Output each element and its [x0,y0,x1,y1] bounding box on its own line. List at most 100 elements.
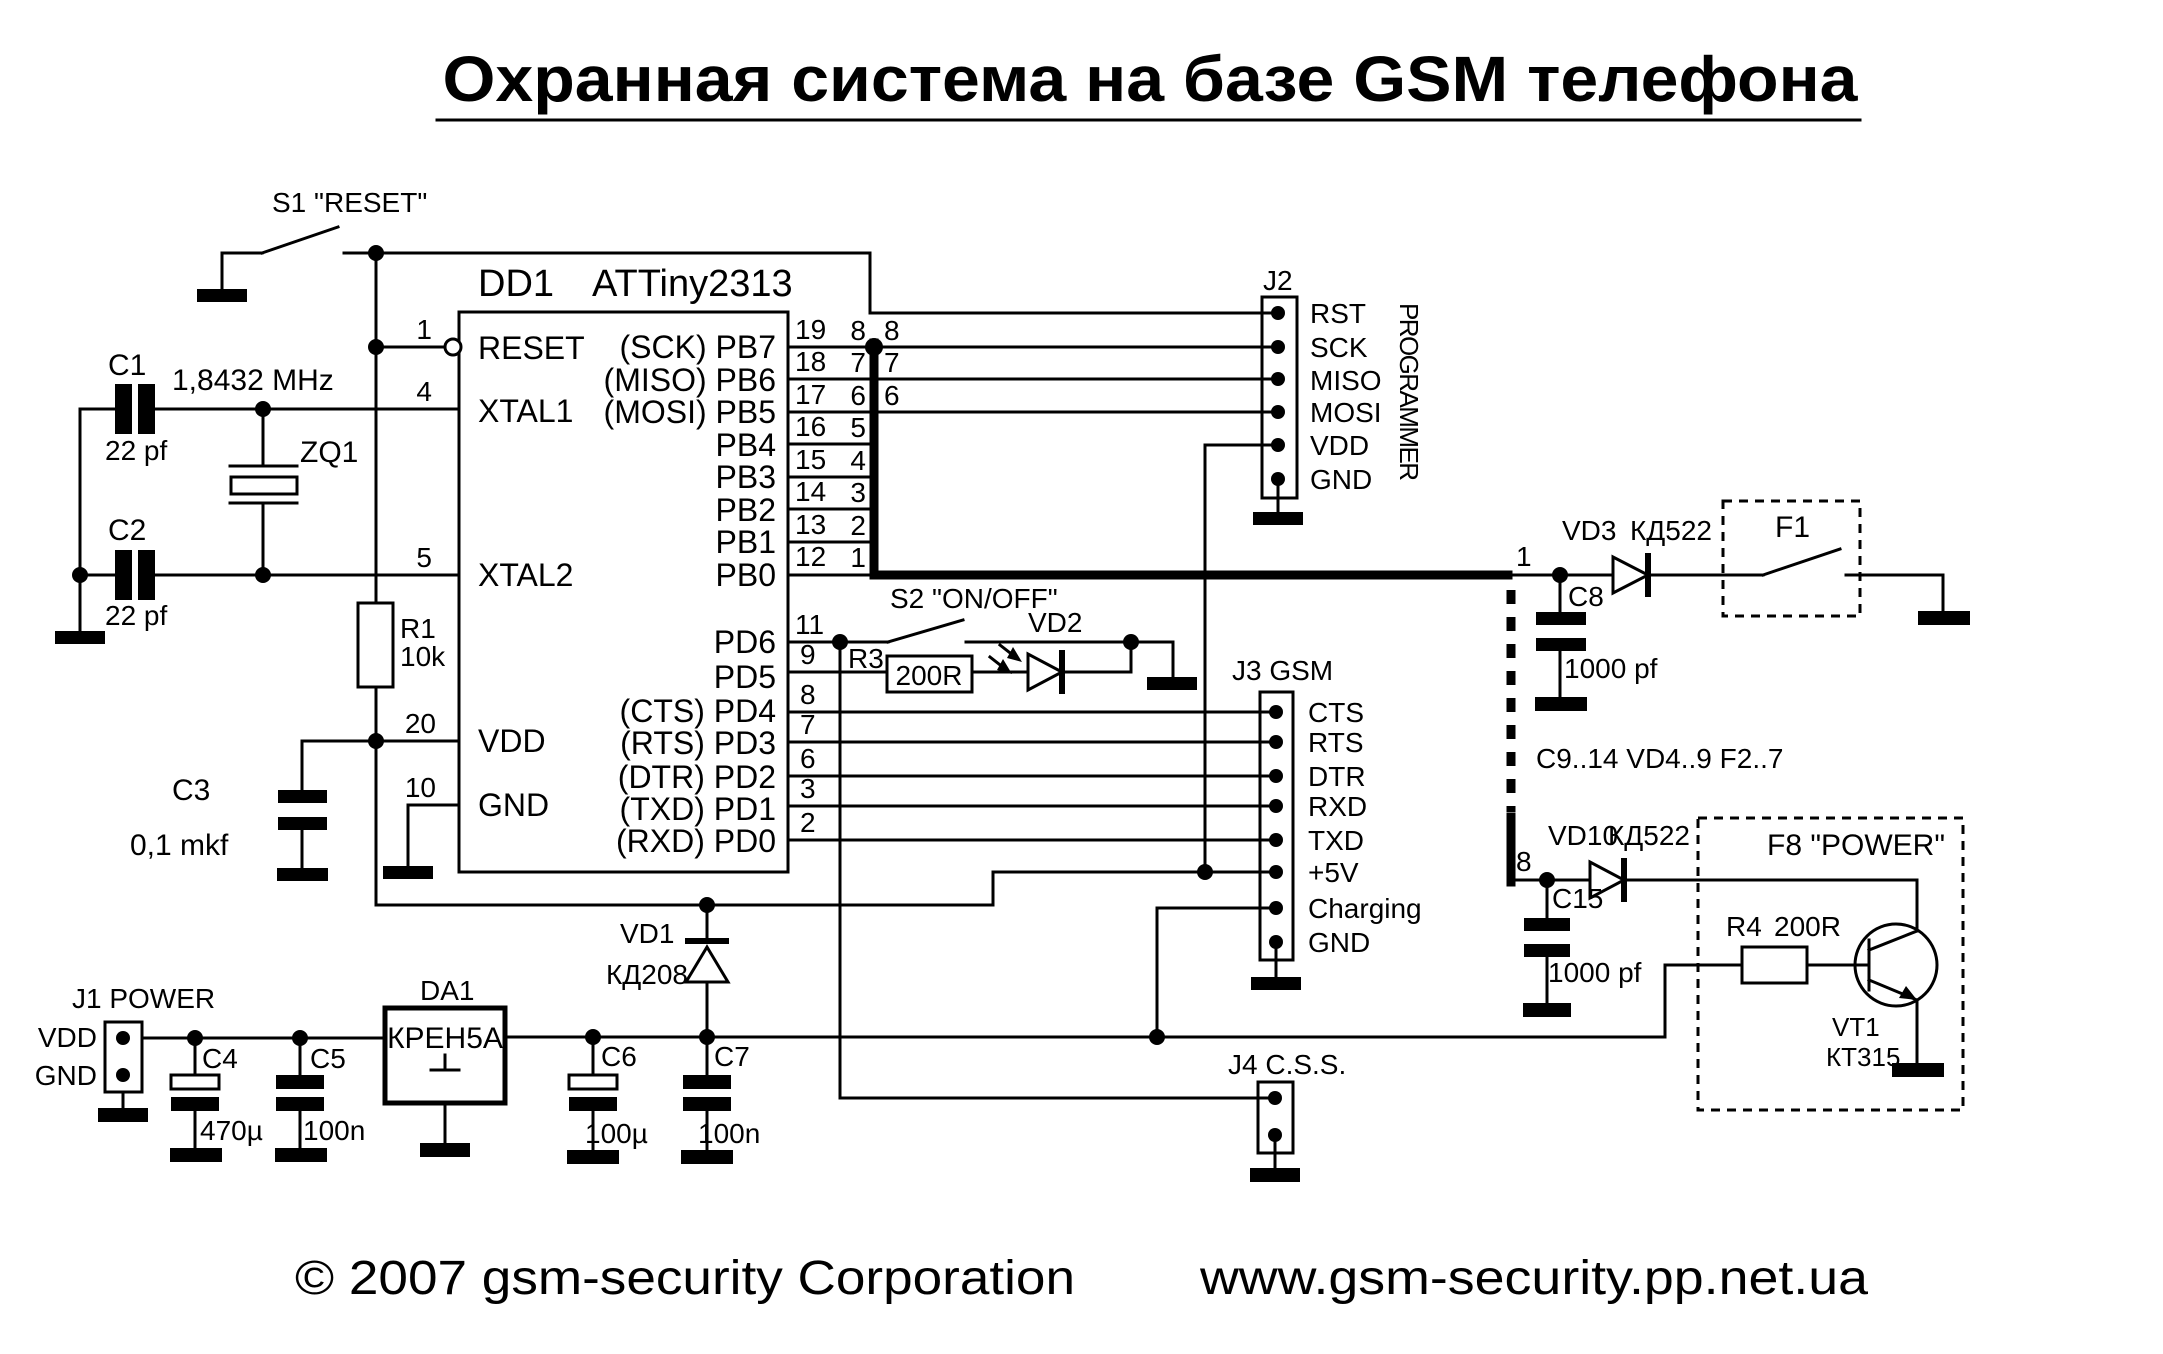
pin-pb0: PB0 [716,557,776,593]
r3-value: 200R [896,660,963,691]
j3-pin-charging: Charging [1308,893,1422,924]
onoff-led-group: S2 "ON/OFF" VD2 R3 200R [786,583,1197,694]
ground-symbol [1892,1063,1944,1077]
pin-num: 9 [800,639,816,670]
c6-electrolytic [567,1073,619,1091]
reset-pin-bubble [443,337,463,357]
bus-num: 6 [850,380,866,411]
key-f1-driver: 1 VD3 КД522 F1 C8 1000 pf [1506,499,1970,711]
f1-arm [1761,547,1842,577]
chip-ref: DD1 [478,263,554,305]
j1-pin-vdd: VDD [38,1022,97,1053]
bus-num: 4 [850,445,866,476]
c2-ref: C2 [108,514,146,547]
r1-ref: R1 [400,613,436,644]
bus-num: 1 [850,542,866,573]
zq1-crystal [229,475,299,496]
j2-ref: J2 [1263,265,1293,296]
ground-symbol [1250,1168,1300,1182]
css-sensor-wire [838,640,1277,1100]
pin-num: 5 [416,542,432,573]
c4-ref: C4 [202,1043,238,1074]
key-f8-power-driver: 8 VD10 КД522 C15 1000 pf F8 "POWER" R4 2… [1509,816,1965,1112]
c6-value: 100µ [585,1118,648,1149]
vd3-ref: VD3 [1562,515,1616,546]
j1-pin-gnd: GND [35,1060,97,1091]
pin-num: 6 [800,743,816,774]
pin-num: 20 [405,708,436,739]
bus-wire8-num: 8 [1516,846,1532,877]
pin-pb2: PB2 [716,492,776,528]
pin-pd0: (RXD) PD0 [616,823,776,859]
pin-xtal2: XTAL2 [478,557,573,593]
power-input-group: J1 POWER VDD GND C4 470µ C5 100n DA1 КРЕ… [35,975,508,1162]
pin-pd3: (RTS) PD3 [620,725,776,761]
vd2-led [1026,651,1066,693]
repeat-note: C9..14 VD4..9 F2..7 [1536,743,1783,774]
chip-gnd-leg [383,803,461,879]
connector-j4-css: J4 C.S.S. [1228,1049,1346,1182]
f1-label: F1 [1775,511,1810,544]
f8-label: F8 "POWER" [1767,829,1945,862]
c1-capacitor [115,384,132,434]
zq1-frequency: 1,8432 MHz [172,364,334,397]
chip-body [457,310,790,874]
c4-value: 470µ [200,1115,263,1146]
c2-capacitor [115,550,132,600]
pin-num: 8 [800,679,816,710]
f1-key-box [1721,499,1862,618]
j3-pin-gnd: GND [1308,927,1370,958]
capacitor-c3: C3 0,1 mkf [130,733,461,881]
c2-value: 22 pf [105,600,167,631]
bus-num: 7 [884,347,900,378]
j3-ref: J3 GSM [1232,655,1333,686]
page-title: Охранная система на базе GSM телефона [443,43,1858,115]
pin-reset: RESET [478,330,585,366]
repeated-keys-bus: C9..14 VD4..9 F2..7 [1506,590,1783,887]
pin-pd1: (TXD) PD1 [620,791,776,827]
connector-j2-programmer: J2 RST SCK MISO MOSI VDD GND PROGRAMMER [1203,265,1424,874]
ground-symbol [275,1148,327,1162]
bus-wire1-num: 1 [1516,541,1532,572]
ground-symbol [420,1143,470,1157]
j2-pin-miso: MISO [1310,365,1382,396]
j1-ref: J1 POWER [72,983,215,1014]
c8-ref: C8 [1568,581,1604,612]
ground-symbol [1918,611,1970,625]
pin-num: 15 [795,444,826,475]
vd10-part: КД522 [1608,820,1690,851]
c7-value: 100n [698,1118,760,1149]
connector-j3-gsm: J3 GSM CTS RTS DTR RXD TXD +5V Charging … [1155,655,1422,1039]
da1-part: КРЕН5А [387,1022,503,1055]
r3-ref: R3 [848,643,884,674]
vd3-diode [1611,554,1652,596]
ground-symbol [1251,977,1301,990]
pin-pb7: (SCK) PB7 [620,329,776,365]
resistor-r3 [885,654,974,694]
regulated-rail-group: C6 100µ C7 100n VD1 КД208 [503,903,1667,1164]
chip-part: ATTiny2313 [592,263,793,305]
j2-pin-sck: SCK [1310,332,1368,363]
ground-symbol [55,631,105,644]
s2-arm [886,618,965,644]
vd10-diode [1588,859,1628,901]
crystal-oscillator-group: C1 1,8432 MHz 22 pf C2 22 pf ZQ1 [55,349,461,644]
j3-pin-rts: RTS [1308,727,1364,758]
pin-num: 12 [795,541,826,572]
ground-symbol [197,289,247,302]
j3-pin-dtr: DTR [1308,761,1366,792]
mcu-dd1-attiny2313: DD1 ATTiny2313 RESET XTAL1 XTAL2 VDD GND… [368,263,826,874]
pin-gnd: GND [478,787,549,823]
pin-num: 16 [795,411,826,442]
c4-electrolytic [169,1073,221,1091]
resistor-r1: R1 10k [356,601,446,689]
c7-ref: C7 [714,1041,750,1072]
j2-side-label: PROGRAMMER [1394,303,1424,481]
j4-ref: J4 C.S.S. [1228,1049,1346,1080]
pin-num: 4 [416,376,432,407]
pin-num: 10 [405,772,436,803]
vt1-transistor [1853,922,1939,1008]
c6-ref: C6 [601,1041,637,1072]
vd1-ref: VD1 [620,918,674,949]
pin-pd4: (CTS) PD4 [620,693,776,729]
